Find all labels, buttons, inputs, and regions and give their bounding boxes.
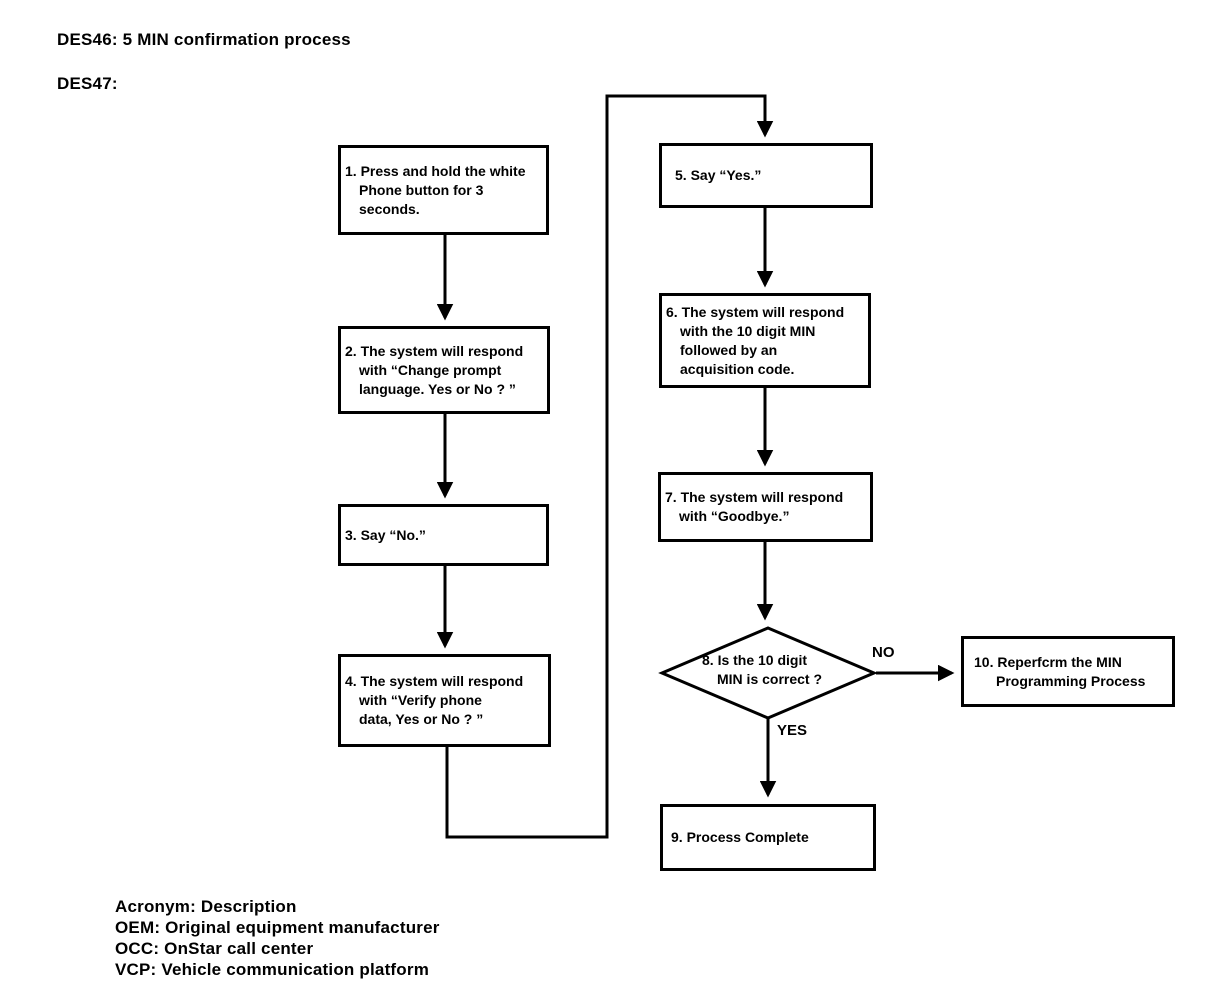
branch-label-no: NO [872,644,895,661]
flow-node-1: 1. Press and hold the white Phone button… [338,145,549,235]
node-text-line: acquisition code. [680,360,795,377]
node-text-line: 5. Say “Yes.” [675,167,762,183]
node-text-line: 10. Reperfcrm the MIN [974,653,1122,670]
node-text-line: MIN is correct ? [717,671,823,687]
legend-line: OEM: Original equipment manufacturer [115,918,440,937]
flow-node-9: 9. Process Complete [660,804,876,871]
node-text-line: with “Change prompt [359,361,502,378]
node-text-line: 7. The system will respond [665,489,844,505]
flow-node-7: 7. The system will respond with “Goodbye… [658,472,873,542]
node-text-line: 8. Is the 10 digit [702,652,808,668]
flow-node-2: 2. The system will respond with “Change … [338,326,550,414]
node-text-line: Programming Process [996,672,1146,689]
legend-line: Acronym: Description [115,897,297,916]
node-text-line: data, Yes or No ? ” [359,711,484,727]
flow-node-10: 10. Reperfcrm the MIN Programming Proces… [961,636,1175,707]
legend-line: VCP: Vehicle communication platform [115,960,430,979]
node-text-line: 3. Say “No.” [345,526,426,543]
node-text-line: 6. The system will respond [666,303,845,320]
node-text-line: with the 10 digit MIN [680,322,816,339]
node-text-line: followed by an [680,341,778,358]
node-text-line: Phone button for 3 [359,181,484,198]
node-text-line: 2. The system will respond [345,342,524,359]
page-title: DES46: 5 MIN confirmation process [57,30,351,49]
legend-line: OCC: OnStar call center [115,939,314,958]
acronym-legend: Acronym: Description OEM: Original equip… [115,896,440,980]
flow-node-3: 3. Say “No.” [338,504,549,566]
flow-node-8-decision: 8. Is the 10 digit MIN is correct ? [702,651,822,689]
arrow-4-to-5-loop [445,94,774,839]
node-text-line: 9. Process Complete [671,829,809,845]
flow-node-6: 6. The system will respond with the 10 d… [659,293,871,388]
node-text-line: 1. Press and hold the white [345,162,526,179]
node-text-line: with “Goodbye.” [679,508,790,524]
node-text-line: language. Yes or No ? ” [359,380,516,397]
flow-node-5: 5. Say “Yes.” [659,143,873,208]
flow-node-4: 4. The system will respond with “Verify … [338,654,551,747]
page-subtitle: DES47: [57,74,118,93]
branch-label-yes: YES [777,722,808,739]
node-text-line: with “Verify phone [359,692,482,708]
node-text-line: 4. The system will respond [345,673,524,689]
node-text-line: seconds. [359,200,420,217]
